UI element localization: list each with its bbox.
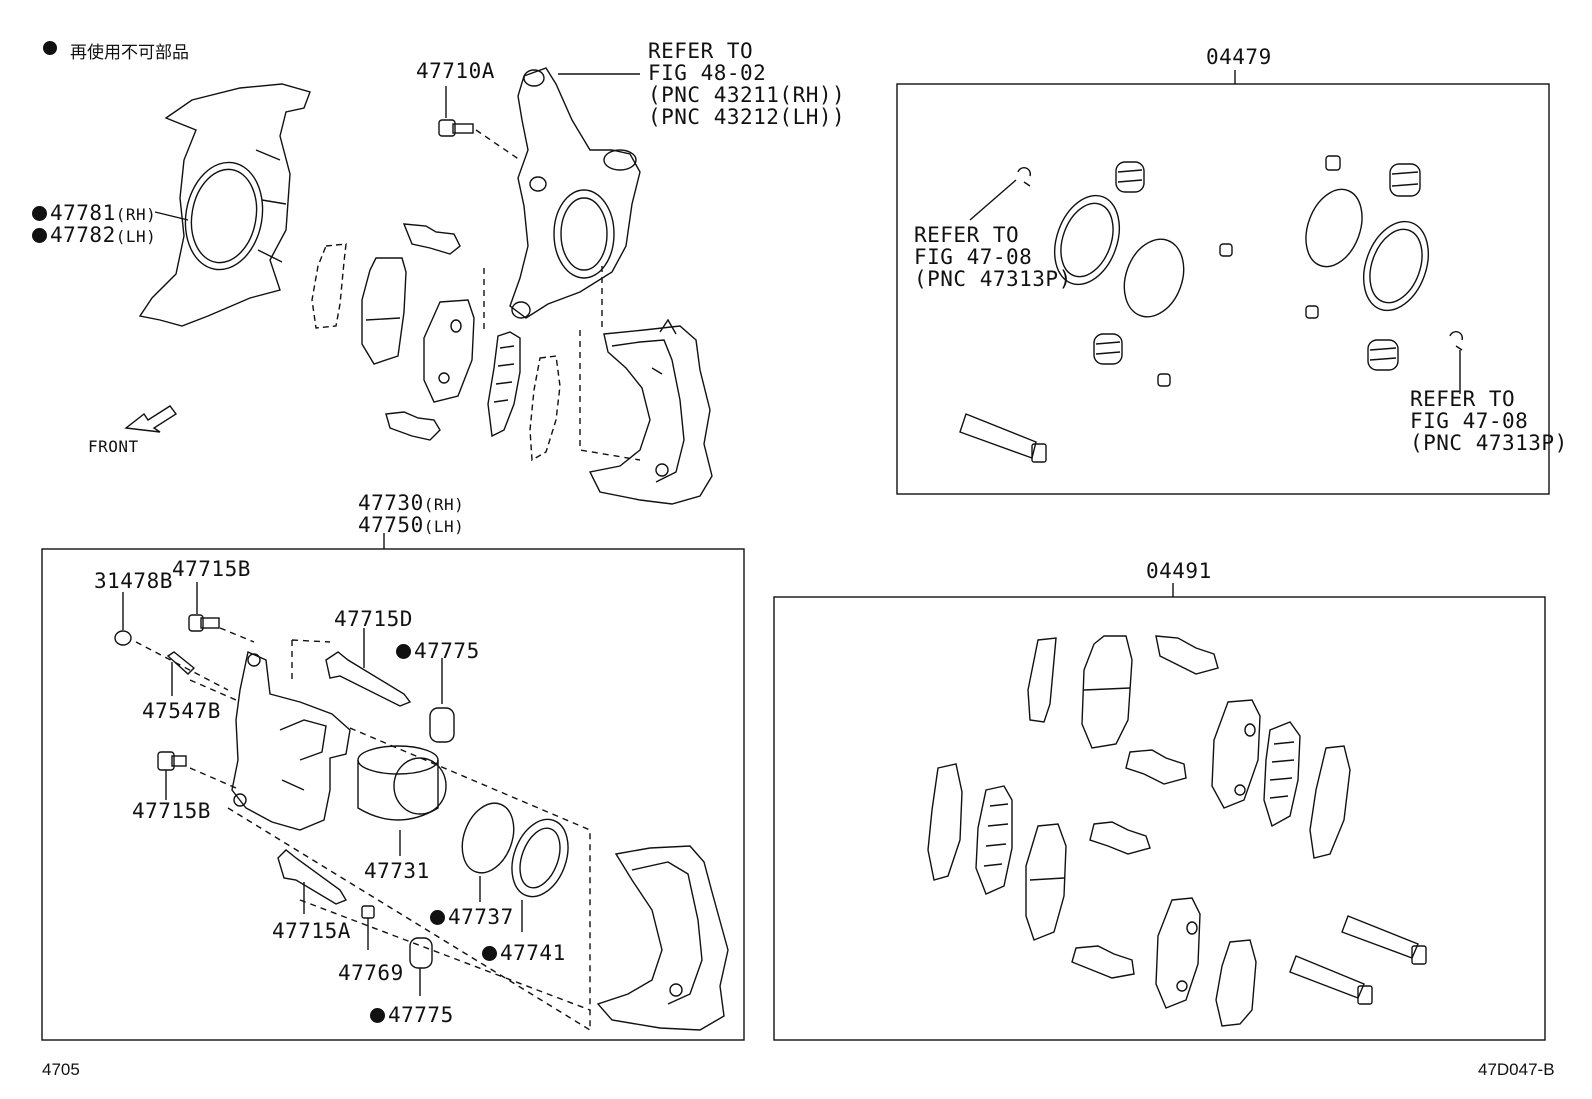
- non-reusable-dot: [32, 206, 47, 221]
- non-reusable-dot: [32, 228, 47, 243]
- label-47715b-bottom: 47715B: [132, 799, 211, 823]
- label-47775-top: 47775: [396, 640, 480, 662]
- refer-note-1-line1: REFER TO: [648, 39, 754, 63]
- legend-note: 再使用不可部品: [70, 43, 189, 63]
- label-47737: 47737: [430, 906, 514, 928]
- bolt-47710a-drawing: [438, 86, 521, 161]
- non-reusable-dot: [430, 910, 445, 925]
- label-04491: 04491: [1146, 559, 1212, 583]
- label-47750: 47750(LH): [358, 513, 465, 537]
- label-47781: 47781(RH): [32, 202, 156, 226]
- label-47547b: 47547B: [142, 699, 221, 723]
- label-47775-bottom: 47775: [370, 1004, 454, 1026]
- kit-04491-drawing: [927, 635, 1427, 1027]
- refer-note-2-line3: (PNC 47313P): [914, 267, 1072, 291]
- kit-box-04479: [896, 83, 1550, 495]
- refer-note-1-line2: FIG 48-02: [648, 61, 767, 85]
- refer-note-3-line3: (PNC 47313P): [1410, 431, 1568, 455]
- non-reusable-dot: [396, 644, 411, 659]
- dust-cover-drawing: [138, 83, 311, 327]
- label-47741: 47741: [482, 942, 566, 964]
- non-reusable-dot: [370, 1008, 385, 1023]
- footer-figure-id: 47D047-B: [1478, 1060, 1555, 1079]
- label-47715d: 47715D: [334, 607, 413, 631]
- caliper-carrier-top-drawing: [579, 318, 713, 505]
- label-47782: 47782(LH): [32, 224, 156, 248]
- footer-page-code: 4705: [42, 1060, 80, 1079]
- refer-note-1-line3: (PNC 43211(RH)): [648, 83, 846, 107]
- refer-note-3-line1: REFER TO: [1410, 387, 1516, 411]
- label-front: FRONT: [88, 437, 139, 456]
- non-reusable-dot: [482, 946, 497, 961]
- kit-box-04491: [773, 596, 1546, 1041]
- kit-04479-drawing: [959, 155, 1464, 463]
- refer-note-2-line1: REFER TO: [914, 223, 1020, 247]
- upper-pad-group-drawing: [311, 223, 603, 462]
- label-47710a: 47710A: [416, 59, 495, 83]
- label-47731: 47731: [364, 859, 430, 883]
- label-31478b: 31478B: [94, 569, 173, 593]
- label-04479: 04479: [1206, 45, 1272, 69]
- refer-note-3-line2: FIG 47-08: [1410, 409, 1529, 433]
- refer-note-2-line2: FIG 47-08: [914, 245, 1033, 269]
- label-47769: 47769: [338, 961, 404, 985]
- steering-knuckle-drawing: [509, 67, 641, 319]
- label-47730: 47730(RH): [358, 491, 465, 515]
- label-47715a: 47715A: [272, 919, 351, 943]
- caliper-assembly-box: [41, 548, 745, 1041]
- caliper-assembly-drawing: [114, 582, 729, 1031]
- refer-note-1-line4: (PNC 43212(LH)): [648, 105, 846, 129]
- legend-dot: [43, 41, 57, 55]
- front-arrow-drawing: [124, 405, 178, 433]
- label-47715b-top: 47715B: [172, 557, 251, 581]
